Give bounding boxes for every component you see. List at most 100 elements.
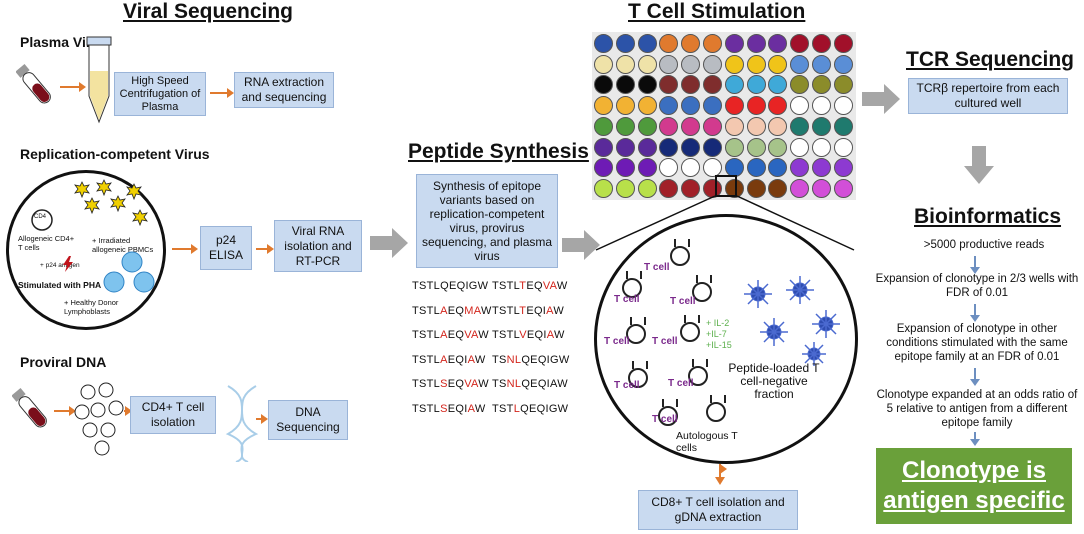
- arrow: [60, 82, 86, 92]
- rna-extraction-box: RNA extraction and sequencing: [234, 72, 334, 108]
- t-cell-icon: [658, 406, 678, 426]
- t-cell-icon: [692, 282, 712, 302]
- plate-well: [615, 178, 635, 198]
- plate-well: [637, 34, 657, 53]
- plate-well: [768, 158, 788, 178]
- arrow: [719, 464, 727, 478]
- plate-well: [724, 178, 744, 198]
- autologous-t-cell-icon: [706, 402, 726, 422]
- t-cell-stimulation-header: T Cell Stimulation: [628, 0, 806, 23]
- plate-well: [703, 137, 722, 157]
- p24-elisa-box: p24 ELISA: [200, 226, 252, 270]
- plate-well: [833, 116, 853, 136]
- zoom-circle: [594, 214, 858, 464]
- plate-well: [681, 158, 701, 178]
- viral-sequencing-header: Viral Sequencing: [123, 0, 293, 23]
- plate-well: [703, 116, 722, 136]
- dna-helix-icon: [225, 385, 259, 462]
- peptide-sequence: TSNLQEQIGW: [492, 353, 570, 366]
- plate-well: [659, 96, 679, 116]
- plate-well: [703, 75, 722, 95]
- plate-well: [768, 75, 788, 95]
- plate-well: [724, 54, 744, 74]
- replication-virus-title: Replication-competent Virus: [20, 146, 210, 162]
- plate-well: [812, 75, 831, 95]
- plate-well: [812, 96, 831, 116]
- cytokine-il2: + IL-2: [706, 318, 730, 328]
- arrow: [172, 244, 198, 254]
- culture-circle: [6, 170, 166, 330]
- plate-well: [746, 96, 766, 116]
- peptide-loaded-label: Peptide-loaded T cell-negative fraction: [728, 361, 820, 401]
- t-cell-label: T cell: [614, 380, 640, 391]
- plate-well: [724, 96, 744, 116]
- peptide-sequence: TSTLQEQIGW: [492, 402, 569, 415]
- plate-well: [833, 137, 853, 157]
- cytokine-il15: +IL-15: [706, 340, 732, 350]
- peptide-synthesis-header: Peptide Synthesis: [408, 140, 589, 163]
- centrifugation-box: High Speed Centrifugation of Plasma: [114, 72, 206, 116]
- plate-well: [615, 54, 635, 74]
- plate-well: [768, 178, 788, 198]
- plate-well: [790, 158, 810, 178]
- t-cell-icon: [680, 322, 700, 342]
- plate-well: [833, 75, 853, 95]
- plate-well: [812, 116, 831, 136]
- proviral-dna-title: Proviral DNA: [20, 354, 107, 370]
- t-cell-label: T cell: [614, 294, 640, 305]
- plate-well: [637, 116, 657, 136]
- peptide-sequence: TSTLSEQVAW: [412, 378, 489, 390]
- dendritic-cells-icon: [744, 276, 840, 366]
- plate-well: [790, 54, 810, 74]
- plate-well: [615, 158, 635, 178]
- bioinf-step-3: Expansion of clonotype in other conditio…: [886, 323, 1068, 363]
- p24-label: + p24 antigen: [40, 262, 80, 269]
- peptide-sequence: TSTLAEQIAW: [412, 353, 486, 366]
- bioinf-step-4: Clonotype expanded at an odds ratio of 5…: [876, 389, 1078, 429]
- zoom-selection-box: [715, 175, 737, 197]
- plate-well: [659, 34, 679, 53]
- plate-well: [790, 75, 810, 95]
- flow-arrow-2: [562, 230, 600, 260]
- t-cell-icon: [688, 366, 708, 386]
- cd8-isolation-box: CD8+ T cell isolation and gDNA extractio…: [638, 490, 798, 530]
- plate-well: [594, 34, 613, 53]
- plate-well: [637, 158, 657, 178]
- plate-well: [637, 54, 657, 74]
- irradiated-pbmc-icon: [74, 179, 148, 227]
- plate-well: [746, 137, 766, 157]
- plate-well: [746, 75, 766, 95]
- plate-well: [833, 158, 853, 178]
- autologous-label: Autologous T cells: [676, 430, 738, 454]
- t-cell-icon: [622, 278, 642, 298]
- plate-well: [659, 54, 679, 74]
- plate-well: [768, 54, 788, 74]
- plate-well: [746, 158, 766, 178]
- plate-well: [594, 96, 613, 116]
- plate-well: [637, 178, 657, 198]
- plate-well: [681, 96, 701, 116]
- peptide-sequence: TSNLQEQIAW: [492, 378, 568, 390]
- cytokine-list: + IL-2 +IL-7 +IL-15: [706, 318, 732, 351]
- peptide-sequence: TSTLAEQVAW: [412, 329, 489, 341]
- lymphoblast-icon: [103, 251, 155, 293]
- irradiated-label: + Irradiated allogeneic PBMCs: [92, 236, 154, 254]
- plate-well: [812, 54, 831, 74]
- cd4-label: CD4: [34, 214, 47, 220]
- cd4-isolation-box: CD4+ T cell isolation: [130, 396, 216, 434]
- allogeneic-label: Allogeneic CD4+ T cells: [18, 234, 75, 252]
- arrow: [210, 88, 234, 98]
- plate-well: [594, 54, 613, 74]
- cd4-cell-icon: [31, 209, 53, 231]
- plate-well: [615, 137, 635, 157]
- dna-sequencing-box: DNA Sequencing: [268, 400, 348, 440]
- plate-well: [594, 178, 613, 198]
- arrow: [970, 368, 980, 386]
- plate-well: [746, 34, 766, 53]
- plate-well: [703, 34, 722, 53]
- plate-well: [681, 54, 701, 74]
- plate-well: [659, 158, 679, 178]
- plate-well: [833, 96, 853, 116]
- plate-well: [594, 158, 613, 178]
- t-cell-label: T cell: [670, 296, 696, 307]
